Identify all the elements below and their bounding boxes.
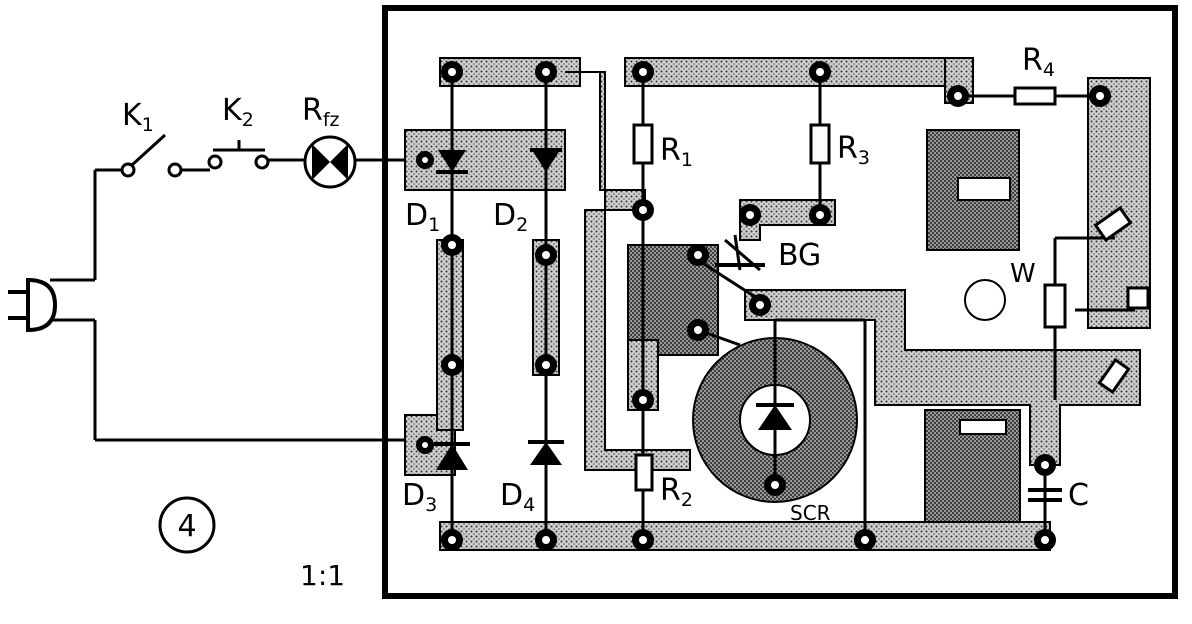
lamp-rfz [303,135,357,189]
label-d2: D2 [493,198,528,236]
label-k2: K2 [222,93,254,131]
scr-symbol [756,403,794,430]
resistor-r2 [634,453,654,492]
diode-d1 [436,150,468,174]
label-k1: K1 [122,98,154,136]
label-d1: D1 [405,198,440,236]
label-r4: R4 [1022,43,1055,81]
figure-number-digit: 4 [177,509,196,544]
diode-d4 [528,440,564,465]
diode-d3 [434,442,470,470]
figure-number-circle [158,496,216,554]
right-component-2 [1097,357,1131,395]
label-c: C [1068,478,1089,513]
block-window-2 [959,419,1007,435]
resistor-r4 [1013,86,1057,106]
power-plug-icon [8,277,58,333]
capacitor-c [1028,488,1062,502]
label-r3: R3 [837,131,870,169]
label-d4: D4 [500,478,535,516]
switch-k1 [120,133,183,178]
solder-pads [416,61,1111,551]
label-w: W [1010,259,1036,289]
label-r2: R2 [660,473,693,511]
right-component-3 [1126,286,1150,310]
label-rfz: Rfz [302,93,340,131]
label-scr: SCR [790,501,831,525]
diode-d2 [530,148,562,172]
label-r1: R1 [660,133,693,171]
transistor-bg [715,234,765,271]
label-bg: BG [778,238,821,273]
external-wiring [50,158,405,442]
potentiometer-w [1043,283,1067,329]
switch-k2 [207,140,270,170]
resistor-r3 [809,123,831,165]
right-component-1 [1093,205,1133,243]
board-outline [382,5,1178,599]
w-mount-hole [964,279,1006,321]
block-window [957,177,1011,201]
label-d3: D3 [402,478,437,516]
scale-label: 1:1 [300,559,345,592]
resistor-r1 [632,123,654,165]
